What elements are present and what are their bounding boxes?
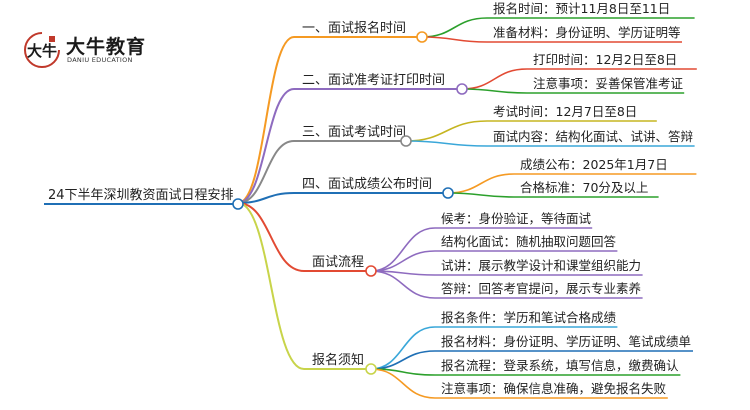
collapse-toggle-icon[interactable] xyxy=(400,135,412,147)
branch-label[interactable]: 三、面试考试时间 xyxy=(302,125,406,140)
leaf-label[interactable]: 成绩公布：2025年1月7日 xyxy=(520,157,668,172)
leaf-label[interactable]: 报名流程：登录系统，填写信息，缴费确认 xyxy=(441,358,679,373)
branch-label[interactable]: 面试流程 xyxy=(312,255,364,270)
leaf-connector xyxy=(370,326,436,370)
leaf-connector xyxy=(370,227,436,272)
leaf-connector xyxy=(461,88,528,94)
leaf-label[interactable]: 打印时间：12月2日至8日 xyxy=(533,52,677,67)
leaf-label[interactable]: 试讲：展示教学设计和课堂组织能力 xyxy=(441,258,641,273)
leaf-label[interactable]: 考试时间：12月7日至8日 xyxy=(493,104,637,119)
logo-name: 大牛教育 xyxy=(66,36,147,58)
branch-label[interactable]: 报名须知 xyxy=(312,352,364,368)
branch-connector xyxy=(237,192,295,204)
branch-label[interactable]: 二、面试准考证打印时间 xyxy=(302,73,445,88)
collapse-toggle-icon[interactable] xyxy=(442,187,454,199)
leaf-connector xyxy=(421,17,488,38)
leaf-label[interactable]: 报名时间：预计11月8日至11日 xyxy=(493,1,670,16)
leaf-label[interactable]: 候考：身份验证，等待面试 xyxy=(441,211,592,226)
leaf-connector xyxy=(370,250,436,272)
leaf-connector xyxy=(421,36,488,43)
leaf-label[interactable]: 答辩：回答考官提问，展示专业素养 xyxy=(441,281,641,296)
branch-connector xyxy=(237,36,295,204)
leaf-label[interactable]: 合格标准：70分及以上 xyxy=(520,180,648,195)
branch-connector xyxy=(237,202,305,272)
logo-mark-text: 大牛 xyxy=(27,42,57,60)
leaf-connector xyxy=(405,140,488,147)
leaf-label[interactable]: 报名材料：身份证明、学历证明、笔试成绩单 xyxy=(441,334,691,349)
leaf-label[interactable]: 面试内容：结构化面试、试讲、答辩 xyxy=(493,129,693,144)
leaf-connector xyxy=(447,173,515,194)
leaf-connector xyxy=(370,270,436,299)
branch-label[interactable]: 一、面试报名时间 xyxy=(302,20,406,36)
root-label[interactable]: 24下半年深圳教资面试日程安排 xyxy=(48,187,234,203)
leaf-label[interactable]: 注意事项：确保信息准确，避免报名失败 xyxy=(441,381,667,396)
collapse-toggle-icon[interactable] xyxy=(365,363,377,375)
logo: 大牛 大牛教育 DANIU EDUCATION xyxy=(22,30,172,70)
leaf-label[interactable]: 准备材料：身份证明、学历证明等 xyxy=(493,25,681,40)
branch-connector xyxy=(237,140,295,204)
leaf-label[interactable]: 报名条件：学历和笔试合格成绩 xyxy=(441,310,617,325)
leaf-label[interactable]: 结构化面试：随机抽取问题回答 xyxy=(441,234,617,249)
branch-connector xyxy=(237,88,295,204)
leaf-connector xyxy=(370,368,436,399)
collapse-toggle-icon[interactable] xyxy=(365,265,377,277)
logo-subtitle: DANIU EDUCATION xyxy=(67,56,133,64)
leaf-connector xyxy=(405,120,488,142)
collapse-toggle-icon[interactable] xyxy=(416,31,428,43)
branch-label[interactable]: 四、面试成绩公布时间 xyxy=(302,177,432,192)
leaf-connector xyxy=(370,350,436,370)
root-collapse-toggle-icon[interactable] xyxy=(232,198,244,210)
collapse-toggle-icon[interactable] xyxy=(456,83,468,95)
leaf-connector xyxy=(461,68,528,90)
logo-mark-icon: 大牛 xyxy=(24,32,60,68)
leaf-connector xyxy=(447,192,515,198)
branch-connector xyxy=(237,202,305,370)
leaf-label[interactable]: 注意事项：妥善保管准考证 xyxy=(533,76,684,91)
